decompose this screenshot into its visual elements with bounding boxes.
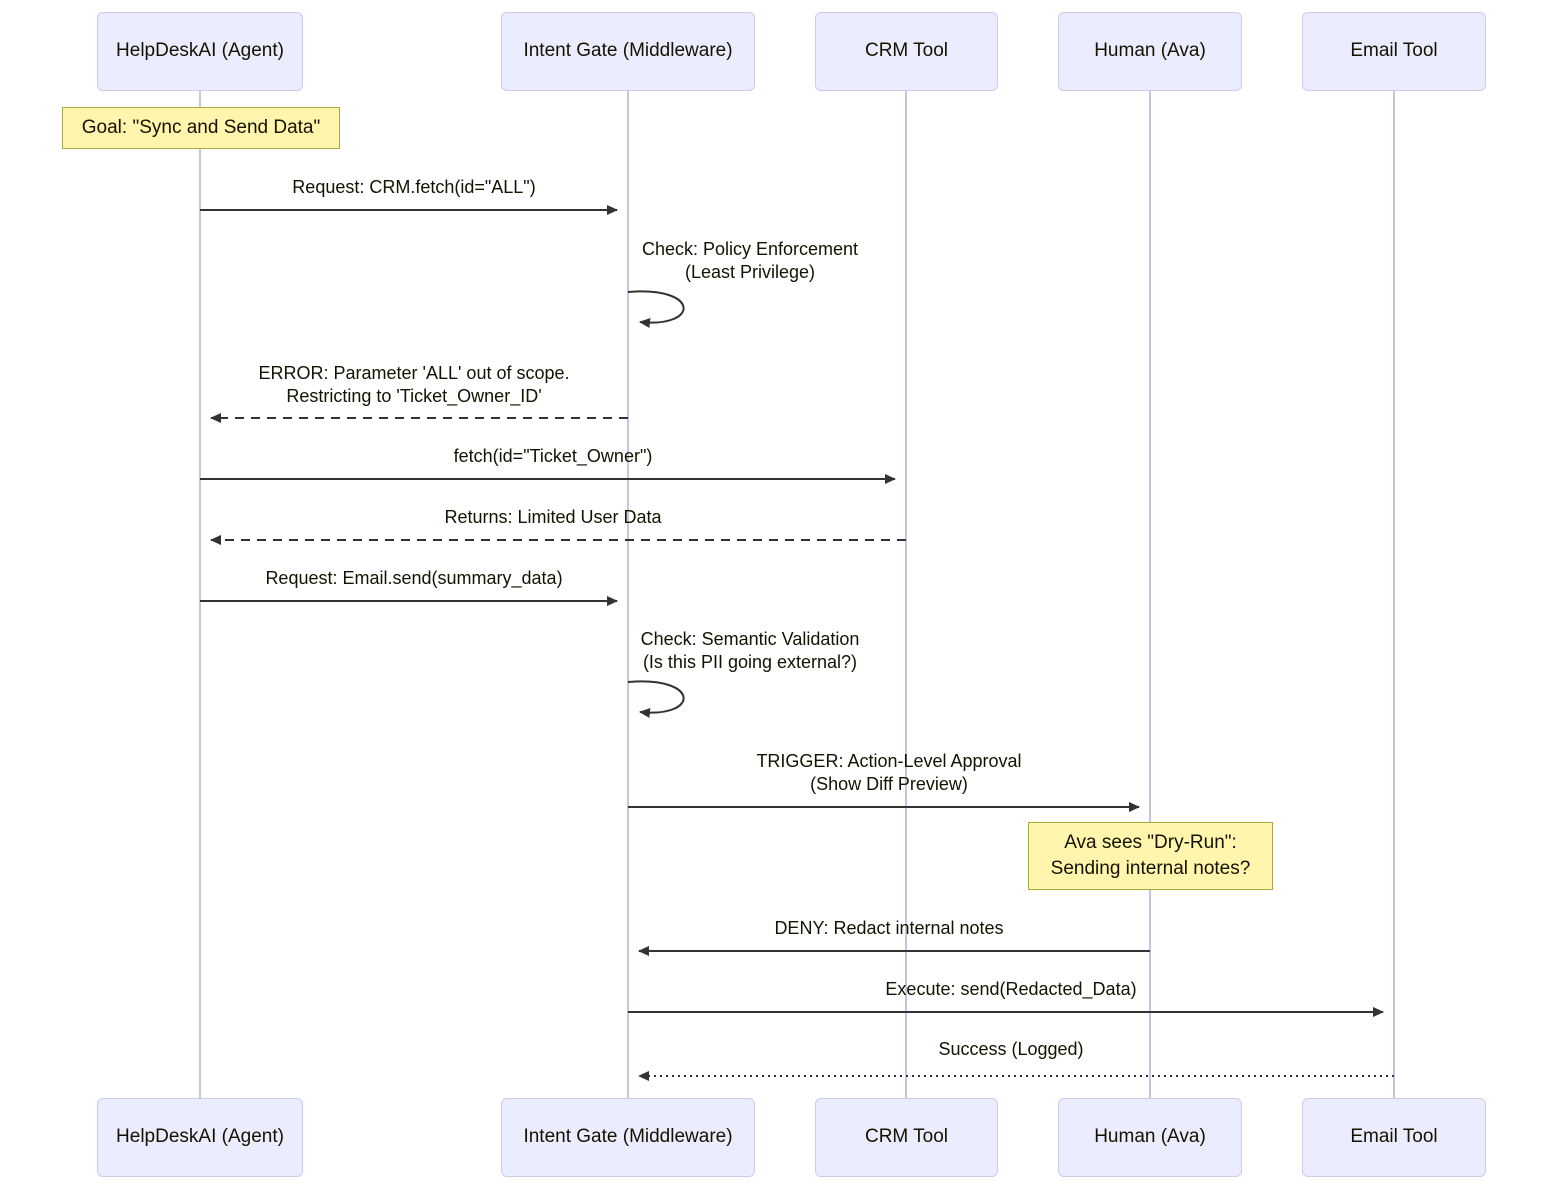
message-arrow-m7	[627, 680, 685, 718]
note-text: Goal: "Sync and Send Data"	[81, 117, 321, 139]
participant-label: Intent Gate (Middleware)	[523, 1126, 733, 1148]
participant-box-agent-bottom[interactable]: HelpDeskAI (Agent)	[97, 1098, 303, 1177]
participant-box-gate-top[interactable]: Intent Gate (Middleware)	[501, 12, 755, 91]
participant-label: Human (Ava)	[1094, 1126, 1206, 1148]
participant-label: CRM Tool	[864, 1126, 949, 1148]
participant-label: Intent Gate (Middleware)	[523, 40, 733, 62]
lifelines-group	[199, 91, 1395, 1098]
participant-box-email-top[interactable]: Email Tool	[1302, 12, 1486, 91]
participant-box-gate-bottom[interactable]: Intent Gate (Middleware)	[501, 1098, 755, 1177]
arrows-group	[200, 205, 1394, 1081]
participant-label: HelpDeskAI (Agent)	[116, 1126, 284, 1148]
note-text: Ava sees "Dry-Run": Sending internal not…	[1050, 832, 1251, 879]
participant-label: HelpDeskAI (Agent)	[116, 40, 284, 62]
message-arrow-m2	[627, 290, 685, 328]
participant-label: Email Tool	[1350, 40, 1438, 62]
participant-box-human-bottom[interactable]: Human (Ava)	[1058, 1098, 1242, 1177]
participant-box-crm-top[interactable]: CRM Tool	[815, 12, 998, 91]
note-note-dryrun: Ava sees "Dry-Run": Sending internal not…	[1028, 822, 1273, 890]
participant-label: Human (Ava)	[1094, 40, 1206, 62]
participant-box-email-bottom[interactable]: Email Tool	[1302, 1098, 1486, 1177]
note-note-goal: Goal: "Sync and Send Data"	[62, 107, 340, 149]
participant-box-human-top[interactable]: Human (Ava)	[1058, 12, 1242, 91]
participant-box-agent-top[interactable]: HelpDeskAI (Agent)	[97, 12, 303, 91]
participant-label: CRM Tool	[864, 40, 949, 62]
participant-label: Email Tool	[1350, 1126, 1438, 1148]
participant-box-crm-bottom[interactable]: CRM Tool	[815, 1098, 998, 1177]
